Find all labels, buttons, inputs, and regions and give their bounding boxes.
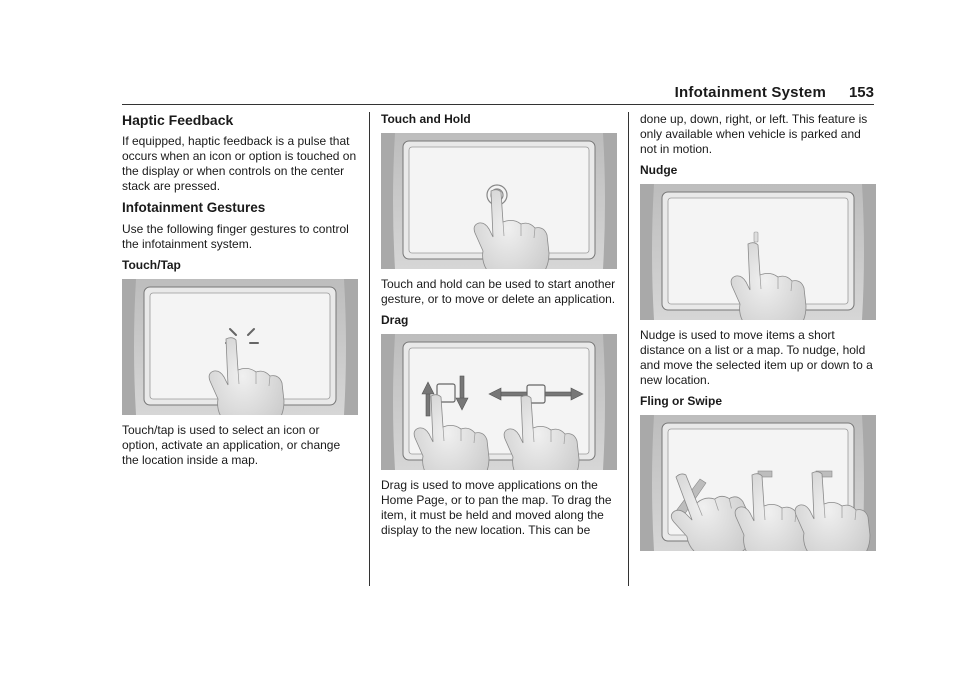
label-touch-and-hold: Touch and Hold xyxy=(381,112,471,126)
touch-and-hold-paragraph: Touch and hold can be used to start anot… xyxy=(381,277,616,306)
gestures-paragraph: Use the following finger gestures to con… xyxy=(122,222,349,251)
label-drag: Drag xyxy=(381,313,409,327)
heading-infotainment-gestures: Infotainment Gestures xyxy=(122,200,266,215)
haptic-paragraph: If equipped, haptic feedback is a pulse … xyxy=(122,134,357,193)
fling-swipe-illustration xyxy=(640,415,876,551)
page-number: 153 xyxy=(848,84,874,101)
drag-paragraph-continued: done up, down, right, or left. This feat… xyxy=(640,112,868,156)
touch-and-hold-illustration xyxy=(381,133,617,269)
touch-tap-illustration xyxy=(122,279,358,415)
column-divider xyxy=(628,112,629,586)
section-title: Infotainment System xyxy=(674,84,826,101)
label-fling-or-swipe: Fling or Swipe xyxy=(640,394,723,408)
column-left: Haptic Feedback If equipped, haptic feed… xyxy=(122,112,358,474)
nudge-illustration xyxy=(640,184,876,320)
label-nudge: Nudge xyxy=(640,163,678,177)
heading-haptic-feedback: Haptic Feedback xyxy=(122,112,234,128)
drag-illustration xyxy=(381,334,617,470)
column-right: done up, down, right, or left. This feat… xyxy=(640,112,876,559)
drag-paragraph: Drag is used to move applications on the… xyxy=(381,478,612,537)
nudge-paragraph: Nudge is used to move items a short dist… xyxy=(640,328,873,387)
page-header: Infotainment System 153 xyxy=(122,84,874,105)
label-touch-tap: Touch/Tap xyxy=(122,258,181,272)
column-middle: Touch and Hold Touch and hold can be use… xyxy=(381,112,617,544)
column-divider xyxy=(369,112,370,586)
touch-tap-paragraph: Touch/tap is used to select an icon or o… xyxy=(122,423,341,467)
